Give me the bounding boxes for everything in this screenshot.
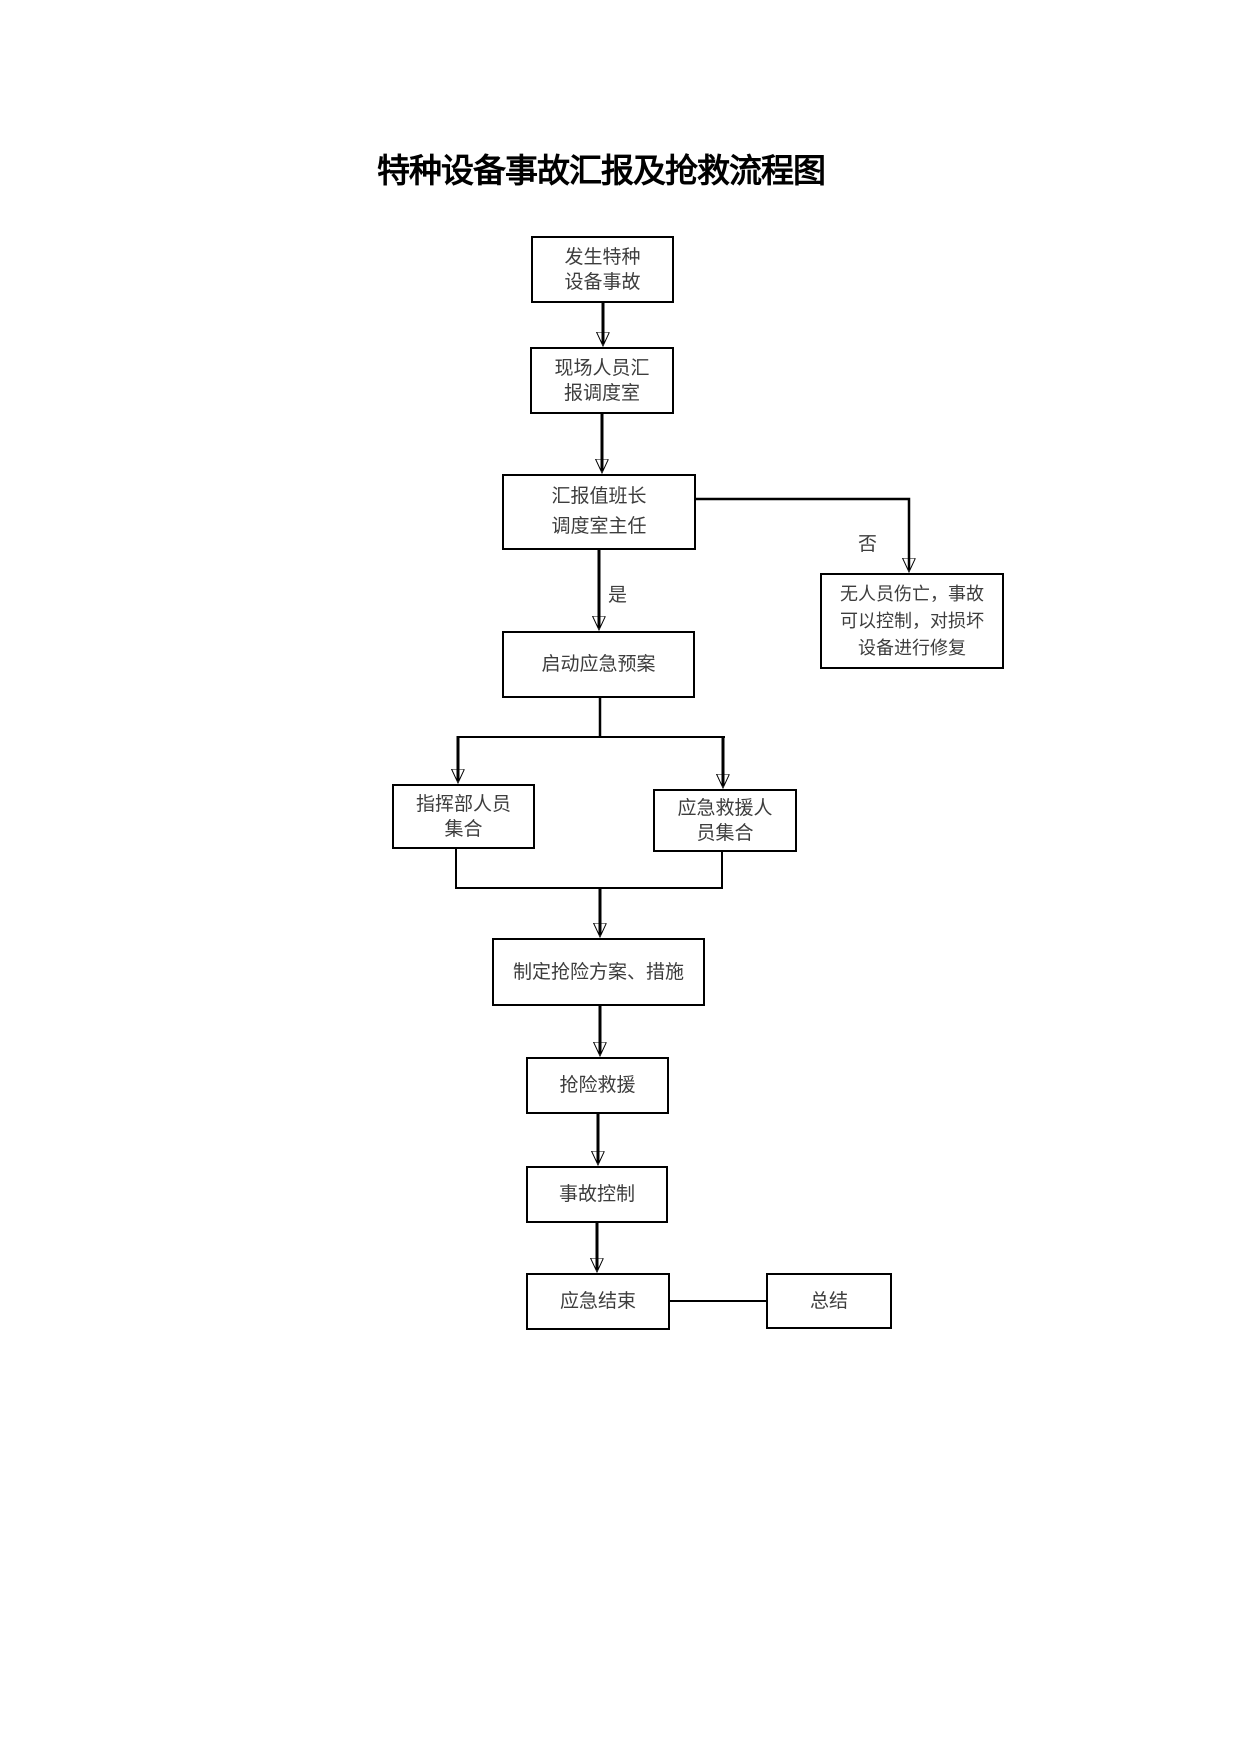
node-label: 启动应急预案 bbox=[541, 654, 656, 675]
node-label: 制定抢险方案、措施 bbox=[512, 961, 684, 983]
node-label: 事故控制 bbox=[558, 1184, 635, 1205]
edge-label-no: 否 bbox=[858, 534, 878, 555]
node-report-leader: 汇报值班长 调度室主任 bbox=[502, 474, 696, 550]
node-command-staff: 指挥部人员 集合 bbox=[392, 784, 535, 849]
node-rescue: 抢险救援 bbox=[526, 1057, 669, 1114]
node-emergency-end: 应急结束 bbox=[526, 1273, 670, 1330]
node-rescue-staff: 应急救援人 员集合 bbox=[653, 789, 797, 852]
node-summary: 总结 bbox=[766, 1273, 892, 1329]
node-site-report: 现场人员汇 报调度室 bbox=[530, 347, 674, 414]
node-label: 抢险救援 bbox=[559, 1075, 636, 1096]
node-no-casualty: 无人员伤亡，事故 可以控制，对损坏 设备进行修复 bbox=[820, 573, 1004, 669]
flowchart-title: 特种设备事故汇报及抢救流程图 bbox=[377, 154, 826, 190]
node-label: 汇报值班长 调度室主任 bbox=[551, 486, 647, 537]
node-make-plan: 制定抢险方案、措施 bbox=[492, 938, 705, 1006]
node-label: 指挥部人员 集合 bbox=[415, 793, 511, 840]
node-label: 无人员伤亡，事故 可以控制，对损坏 设备进行修复 bbox=[840, 583, 984, 658]
node-label: 应急救援人 员集合 bbox=[677, 797, 773, 844]
node-accident-control: 事故控制 bbox=[526, 1166, 668, 1223]
node-label: 发生特种 设备事故 bbox=[564, 246, 641, 293]
node-label: 现场人员汇 报调度室 bbox=[554, 357, 650, 404]
node-start-plan: 启动应急预案 bbox=[502, 631, 695, 698]
node-label: 应急结束 bbox=[559, 1291, 636, 1312]
node-label: 总结 bbox=[809, 1290, 848, 1312]
node-accident-occur: 发生特种 设备事故 bbox=[531, 236, 674, 303]
edge-label-yes: 是 bbox=[608, 585, 628, 606]
arrow-leader-to-no-casualty bbox=[696, 497, 909, 570]
